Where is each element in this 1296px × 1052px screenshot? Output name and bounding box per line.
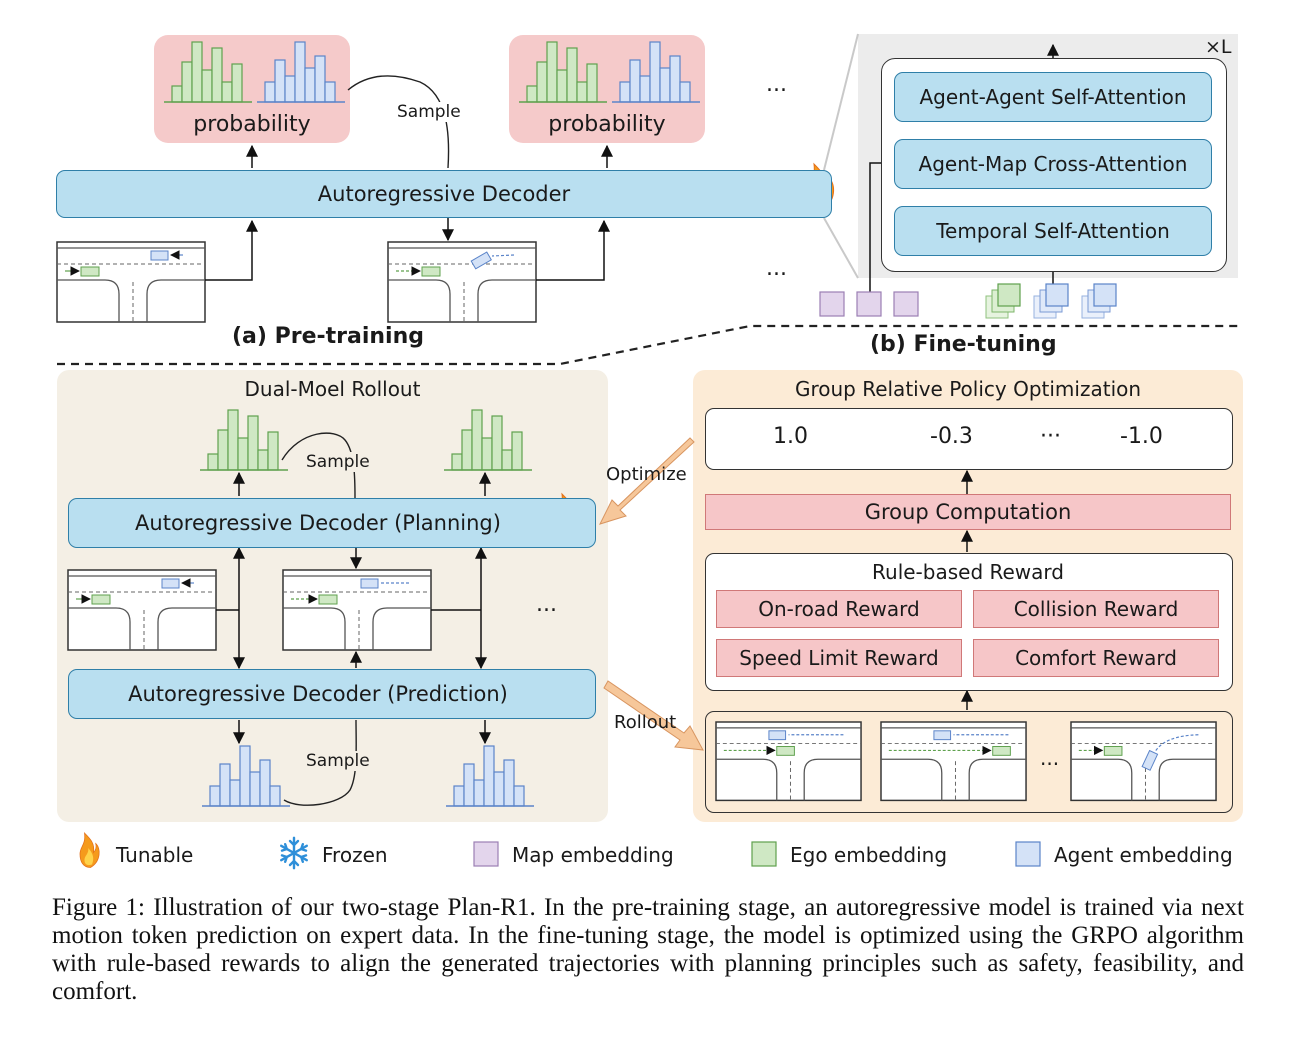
legend-ego: Ego embedding bbox=[790, 843, 948, 867]
optimize-label: Optimize bbox=[606, 464, 687, 485]
group-computation: Group Computation bbox=[705, 494, 1231, 530]
legend-agent: Agent embedding bbox=[1054, 843, 1233, 867]
repeat-label: ×L bbox=[1205, 36, 1232, 58]
legend-frozen: Frozen bbox=[322, 843, 388, 867]
scene-pretrain-1 bbox=[56, 241, 206, 323]
fire-icon bbox=[79, 831, 100, 868]
agent-map-cross-attention: Agent-Map Cross-Attention bbox=[894, 139, 1212, 189]
ego-distribution-2 bbox=[518, 41, 608, 103]
agent-distribution-2 bbox=[611, 41, 701, 103]
score-ellipsis: ··· bbox=[1040, 424, 1061, 449]
section-title-finetuning: (b) Fine-tuning bbox=[870, 332, 1057, 357]
scene-pretrain-2 bbox=[387, 241, 537, 323]
sample-label-planning: Sample bbox=[304, 452, 372, 472]
rollout-label: Rollout bbox=[614, 712, 677, 733]
agent-distribution-1 bbox=[256, 41, 346, 103]
agent-embedding-stack-1 bbox=[1033, 283, 1069, 319]
autoregressive-decoder: Autoregressive Decoder bbox=[56, 170, 832, 218]
scene-grpo-2 bbox=[880, 721, 1027, 802]
collision-reward: Collision Reward bbox=[973, 590, 1219, 628]
score-3: -1.0 bbox=[1120, 424, 1163, 449]
agent-agent-self-attention: Agent-Agent Self-Attention bbox=[894, 72, 1212, 122]
scene-rollout-2 bbox=[282, 569, 432, 651]
rollout-title: Dual-Moel Rollout bbox=[244, 377, 421, 401]
legend-map: Map embedding bbox=[512, 843, 674, 867]
legend-ego-swatch bbox=[751, 841, 777, 867]
ellipsis-bottom: ... bbox=[766, 256, 787, 281]
legend-map-swatch bbox=[473, 841, 499, 867]
score-1: 1.0 bbox=[773, 424, 808, 449]
temporal-self-attention: Temporal Self-Attention bbox=[894, 206, 1212, 256]
snowflake-icon bbox=[279, 836, 309, 870]
planning-distribution-1 bbox=[199, 409, 289, 471]
ego-embedding-stack bbox=[985, 283, 1021, 319]
ellipsis-top: ... bbox=[766, 72, 787, 97]
probability-label-2: probability bbox=[548, 112, 666, 137]
agent-embedding-stack-2 bbox=[1081, 283, 1117, 319]
sample-label-prediction: Sample bbox=[304, 751, 372, 771]
ego-distribution-1 bbox=[163, 41, 253, 103]
scene-rollout-1 bbox=[67, 569, 217, 651]
section-title-pretraining: (a) Pre-training bbox=[232, 324, 425, 349]
prediction-decoder: Autoregressive Decoder (Prediction) bbox=[68, 669, 596, 719]
rollout-scenes-box bbox=[705, 711, 1233, 813]
scene-grpo-3 bbox=[1070, 721, 1217, 802]
map-embedding-1 bbox=[819, 291, 845, 317]
probability-label-1: probability bbox=[193, 112, 311, 137]
grpo-title: Group Relative Policy Optimization bbox=[794, 377, 1142, 401]
legend-tunable: Tunable bbox=[116, 843, 194, 867]
ellipsis-rollout: ... bbox=[536, 592, 557, 617]
scene-grpo-1 bbox=[715, 721, 862, 802]
on-road-reward: On-road Reward bbox=[716, 590, 962, 628]
speed-limit-reward: Speed Limit Reward bbox=[716, 639, 962, 677]
comfort-reward: Comfort Reward bbox=[973, 639, 1219, 677]
planning-distribution-2 bbox=[443, 409, 533, 471]
prediction-distribution-2 bbox=[445, 745, 535, 807]
ellipsis-scenes: ... bbox=[1040, 746, 1060, 770]
legend-agent-swatch bbox=[1015, 841, 1041, 867]
map-embedding-2 bbox=[856, 291, 882, 317]
group-scores-box bbox=[705, 408, 1233, 470]
score-2: -0.3 bbox=[930, 424, 973, 449]
map-embedding-3 bbox=[893, 291, 919, 317]
sample-label-pretrain: Sample bbox=[395, 102, 463, 122]
rule-based-reward-title: Rule-based Reward bbox=[872, 560, 1064, 584]
prediction-distribution-1 bbox=[201, 745, 291, 807]
planning-decoder: Autoregressive Decoder (Planning) bbox=[68, 498, 596, 548]
figure-caption: Figure 1: Illustration of our two-stage … bbox=[52, 894, 1244, 1005]
